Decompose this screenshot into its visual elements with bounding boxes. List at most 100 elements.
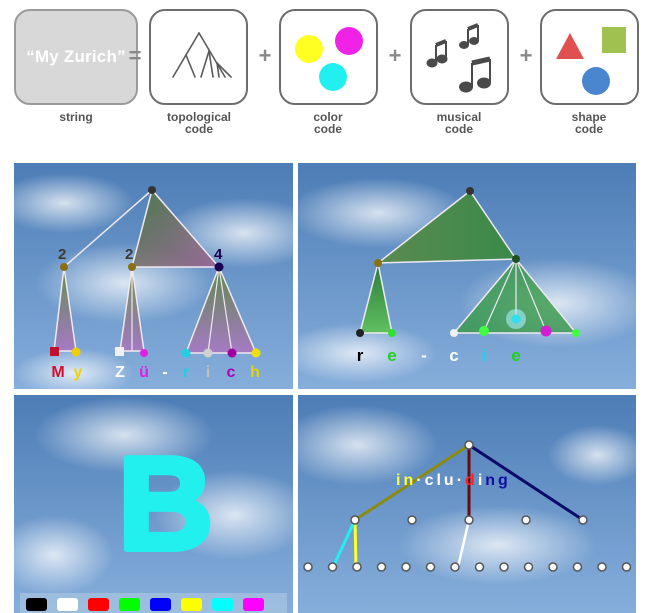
tree-node [401, 562, 411, 572]
caption-shape-1: shape [571, 110, 607, 124]
syllable-letter: n [403, 472, 416, 489]
tree-node [350, 515, 360, 525]
tree-node [450, 562, 460, 572]
panel2-letter: i [482, 346, 487, 365]
circle-shape [582, 67, 610, 95]
syllable-letter: u [444, 472, 457, 489]
count-right: 4 [214, 246, 223, 263]
plus-sign-2: + [388, 43, 402, 68]
count-middle: 2 [125, 246, 133, 263]
caption-topological-2: code [184, 122, 213, 136]
panel1-letter: ü [139, 364, 149, 381]
color-swatch[interactable] [150, 598, 171, 611]
color-palette [26, 598, 264, 611]
color-swatch[interactable] [243, 598, 264, 611]
color-swatch[interactable] [88, 598, 109, 611]
panel-syllable-tree: in·clu·ding [298, 395, 636, 613]
color-swatch[interactable] [26, 598, 47, 611]
syllable-letter: n [485, 472, 498, 489]
tree-node [572, 562, 583, 572]
syllable-letter: c [425, 472, 437, 489]
plus-sign-3: + [519, 43, 533, 68]
color-swatch[interactable] [57, 598, 78, 611]
panel1-letter: Z [115, 364, 125, 381]
syllable-letter: i [396, 472, 403, 489]
root-node [466, 187, 474, 195]
tree-node [621, 562, 632, 572]
tree-icon [172, 32, 232, 78]
tree-node [464, 440, 474, 450]
music-notes-icon [426, 23, 491, 93]
caption-musical-2: code [444, 122, 473, 136]
plus-sign-1: + [258, 43, 272, 68]
tree-node [407, 515, 417, 525]
color-swatch[interactable] [181, 598, 202, 611]
tree-node [464, 515, 474, 525]
shapes-icon [556, 27, 626, 95]
panel1-letter: h [250, 364, 260, 381]
panel1-letter: M [51, 364, 64, 381]
tree-node [474, 562, 485, 572]
tree-node [523, 562, 534, 572]
root-node [148, 186, 156, 194]
panel1-letter: i [206, 364, 210, 381]
panel2-letter: - [421, 346, 427, 365]
syllable-letter: · [416, 472, 424, 489]
color-dots-icon [295, 27, 363, 91]
tree-node [578, 515, 588, 525]
panel1-letter: y [74, 364, 83, 381]
color-code-box [279, 9, 378, 105]
topological-code-box [149, 9, 248, 105]
panel-shape-letter: B [14, 395, 293, 613]
panel1-letter: c [227, 364, 236, 381]
node-middle [128, 263, 136, 271]
triangle-shape [556, 33, 584, 59]
syllable-letter: d [465, 472, 478, 489]
tree-node [597, 562, 607, 572]
panel2-letter: c [449, 346, 458, 365]
node-right [214, 262, 224, 272]
tree-node [425, 562, 436, 572]
caption-string: string [59, 110, 93, 124]
color-swatch[interactable] [119, 598, 140, 611]
caption-topological-1: topological [167, 110, 231, 124]
count-left: 2 [58, 246, 66, 263]
tree-node [376, 562, 387, 572]
big-letter: B [118, 430, 213, 577]
syllable-letter: l [436, 472, 443, 489]
panel2-letter: r [357, 346, 364, 365]
syllable-letter: · [457, 472, 465, 489]
caption-color-1: color [313, 110, 343, 124]
string-box: “My Zurich” [14, 9, 138, 105]
syllable-word: in·clu·ding [396, 472, 511, 489]
tree-node [327, 562, 338, 572]
syllable-letter: g [498, 472, 511, 489]
caption-color-2: code [313, 122, 342, 136]
caption-musical-1: musical [436, 110, 482, 124]
shape-code-box [540, 9, 639, 105]
musical-code-box [410, 9, 509, 105]
string-box-text: “My Zurich” [26, 47, 126, 66]
yellow-dot [295, 35, 323, 63]
panel1-letter: - [162, 364, 167, 381]
color-swatch[interactable] [212, 598, 233, 611]
panel2-letter: e [511, 346, 520, 365]
tree-node [548, 562, 558, 572]
syllable-letter: i [478, 472, 485, 489]
equals-sign: = [128, 43, 142, 68]
tree-node [303, 562, 313, 572]
magenta-dot [335, 27, 363, 55]
tree-node [521, 515, 531, 525]
panel2-letter: e [387, 346, 396, 365]
caption-shape-2: code [574, 122, 603, 136]
tree-node [352, 562, 362, 572]
cyan-dot [319, 63, 347, 91]
tree-node [499, 562, 509, 572]
panel1-letter: r [183, 364, 189, 381]
node-left [60, 263, 68, 271]
square-shape [602, 27, 626, 53]
